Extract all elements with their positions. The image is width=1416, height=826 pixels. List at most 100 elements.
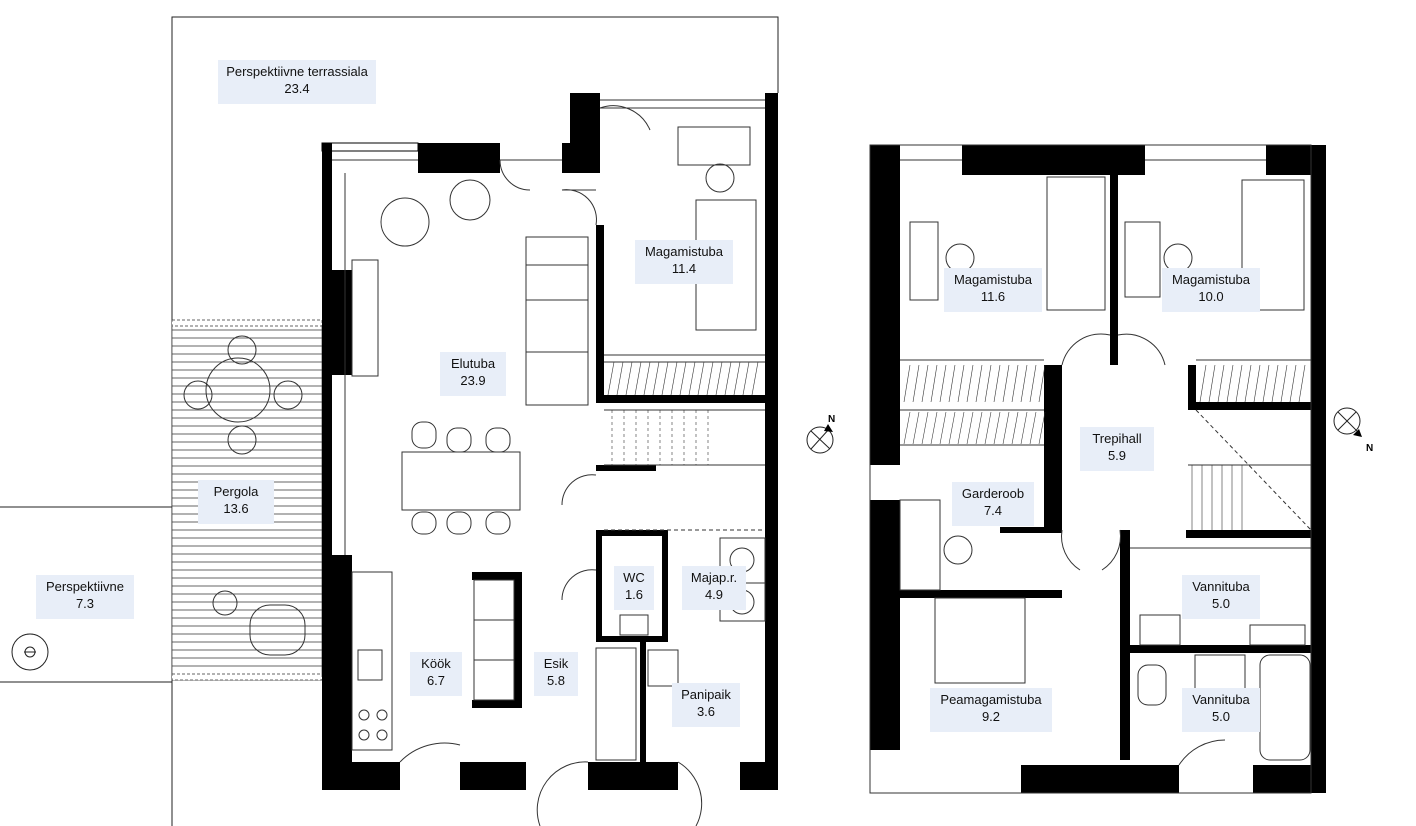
wardrobe-hatch (984, 411, 992, 445)
upper-floor-walls (870, 145, 1326, 793)
room-area: 13.6 (223, 501, 249, 516)
ground-floor-walls (321, 93, 778, 790)
room-area: 5.9 (1107, 448, 1127, 463)
room-area: 10.0 (1198, 289, 1224, 304)
room-area: 11.4 (671, 261, 697, 276)
wardrobe-hatch (975, 364, 983, 403)
wardrobe-hatch (670, 361, 678, 396)
wardrobe-hatch (966, 364, 974, 403)
room-area: 5.0 (1211, 709, 1231, 724)
wardrobe-hatch (1002, 411, 1010, 445)
wardrobe-hatch (948, 364, 956, 403)
wardrobe-hatch (1011, 411, 1019, 445)
wardrobe-hatch (1208, 364, 1216, 403)
wardrobe-hatch (939, 364, 947, 403)
wardrobe-hatch (1038, 411, 1046, 445)
wardrobe-hatch (706, 361, 714, 396)
wardrobe-hatch (993, 411, 1001, 445)
room-label-hall: Esik 5.8 (534, 652, 578, 696)
svg-text:N: N (1366, 443, 1373, 454)
room-name: Magamistuba (1171, 272, 1251, 287)
room-label-sauna: Panipaik 3.6 (672, 683, 740, 727)
wardrobe-hatch (634, 361, 642, 396)
room-name: WC (623, 570, 645, 585)
wardrobe-hatch (966, 411, 974, 445)
wardrobe-hatch (751, 361, 759, 396)
room-label-bedroom: Magamistuba 11.4 (635, 240, 733, 284)
room-name: Peamagamistuba (940, 692, 1042, 707)
wardrobe-hatch (715, 361, 723, 396)
wardrobe-hatch (903, 411, 911, 445)
room-label-bed1: Magamistuba 11.6 (944, 268, 1042, 312)
wardrobe-hatch (1235, 364, 1243, 403)
wardrobe-hatch (1280, 364, 1288, 403)
wardrobe-hatch (652, 361, 660, 396)
room-label-perspective: Perspektiivne 7.3 (36, 575, 134, 619)
room-name: Perspektiivne (45, 579, 125, 594)
room-label-terrace: Perspektiivne terrassiala 23.4 (218, 60, 376, 104)
wardrobe-hatch (1011, 364, 1019, 403)
room-label-wc: WC 1.6 (614, 566, 654, 610)
wardrobe-hatch (661, 361, 669, 396)
room-name: Perspektiivne terrassiala (226, 64, 368, 79)
room-label-stairhall: Trepihall 5.9 (1080, 427, 1154, 471)
room-name: Trepihall (1092, 431, 1142, 446)
wardrobe-hatch (607, 361, 615, 396)
wardrobe-hatch (939, 411, 947, 445)
room-area: 9.2 (981, 709, 1001, 724)
wardrobe-hatch (1253, 364, 1261, 403)
wardrobe-hatch (975, 411, 983, 445)
wardrobe-hatch (616, 361, 624, 396)
wardrobe-hatch (1244, 364, 1252, 403)
room-area: 23.4 (284, 81, 310, 96)
room-area: 1.6 (624, 587, 644, 602)
room-label-living: Elutuba 23.9 (440, 352, 506, 396)
wardrobe-hatch (1199, 364, 1207, 403)
room-name: Elutuba (450, 356, 496, 371)
wardrobe-hatch (948, 411, 956, 445)
wardrobe-hatch (688, 361, 696, 396)
north-arrow-icon: N (806, 414, 835, 454)
wardrobe-hatch (733, 361, 741, 396)
svg-text:N: N (828, 414, 835, 425)
upper-floor-furniture (869, 144, 1312, 794)
wardrobe-hatch (984, 364, 992, 403)
wardrobe-hatch (1262, 364, 1270, 403)
wardrobe-hatch (912, 411, 920, 445)
wardrobe-hatch (993, 364, 1001, 403)
wardrobe-hatch (1020, 411, 1028, 445)
wardrobe-hatch (1029, 411, 1037, 445)
room-label-bath2: Vannituba 5.0 (1182, 688, 1260, 732)
room-name: Magamistuba (953, 272, 1033, 287)
wardrobe-hatch (697, 361, 705, 396)
room-label-utility: Majap.r. 4.9 (682, 566, 746, 610)
room-name: Garderoob (961, 486, 1025, 501)
wardrobe-hatch (1271, 364, 1279, 403)
room-area: 23.9 (460, 373, 486, 388)
room-name: Vannituba (1192, 579, 1250, 594)
room-name: Esik (543, 656, 569, 671)
wardrobe-hatch (930, 364, 938, 403)
wardrobe-hatch (1038, 364, 1046, 403)
wardrobe-hatch (1217, 364, 1225, 403)
wardrobe-hatch (930, 411, 938, 445)
room-label-wardrobe: Garderoob 7.4 (952, 482, 1034, 526)
room-name: Majap.r. (690, 570, 738, 585)
wardrobe-hatch (1226, 364, 1234, 403)
wardrobe-hatch (903, 364, 911, 403)
wardrobe-hatch (957, 411, 965, 445)
room-area: 7.3 (75, 596, 95, 611)
north-arrow-icon: N (1333, 407, 1373, 454)
wardrobe-hatch (625, 361, 633, 396)
room-label-master: Peamagamistuba 9.2 (930, 688, 1052, 732)
wardrobe-hatch (1289, 364, 1297, 403)
room-name: Magamistuba (644, 244, 724, 259)
wardrobe-hatch (921, 411, 929, 445)
wardrobe-hatch (643, 361, 651, 396)
wardrobe-hatch (957, 364, 965, 403)
room-name: Köök (421, 656, 451, 671)
room-label-pergola: Pergola 13.6 (198, 480, 274, 524)
room-area: 7.4 (983, 503, 1003, 518)
wardrobe-hatch (912, 364, 920, 403)
